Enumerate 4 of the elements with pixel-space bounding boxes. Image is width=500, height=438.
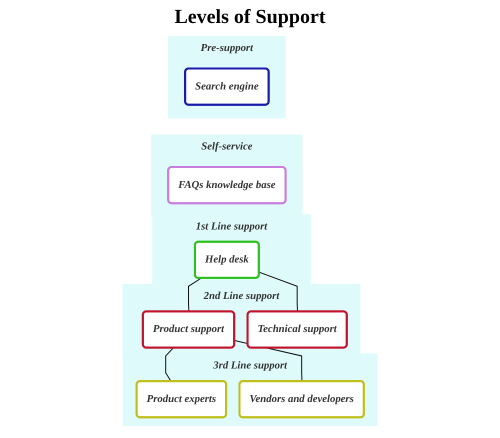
connector	[188, 278, 202, 312]
diagram-title: Levels of Support	[173, 6, 327, 29]
connector	[258, 272, 298, 312]
connector	[165, 348, 174, 382]
